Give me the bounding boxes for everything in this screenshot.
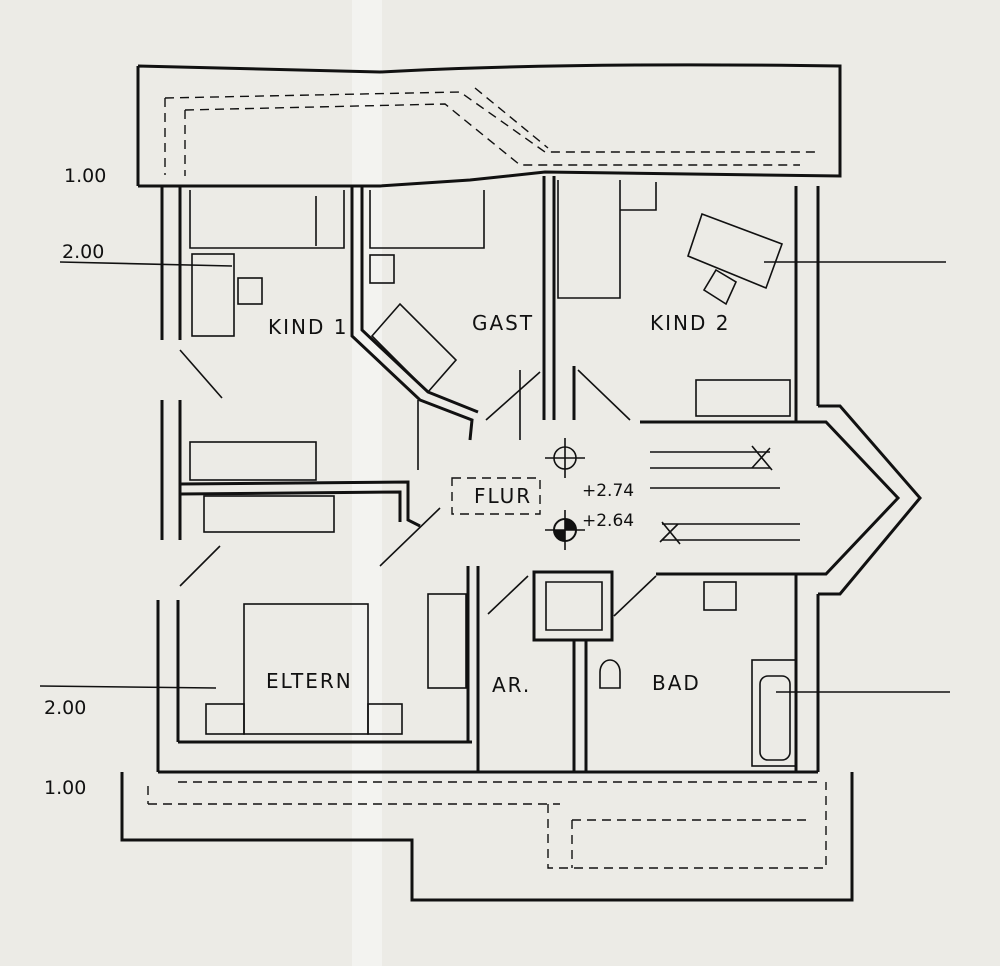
level-label-top-2: 2.00 [62, 241, 104, 263]
furniture [189, 180, 800, 767]
roof-overhang-top [136, 63, 842, 188]
room-label-flur: FLUR [474, 484, 532, 508]
room-label-gast: GAST [472, 311, 534, 335]
room-label-kind1: KIND 1 [268, 315, 348, 339]
room-label-kind2: KIND 2 [650, 311, 730, 335]
inner-walls [179, 176, 614, 772]
level-leaders [39, 261, 950, 693]
level-label-bottom-1: 1.00 [44, 777, 86, 799]
level-label-bottom-2: 2.00 [44, 697, 86, 719]
elevation-label-upper: +2.74 [582, 481, 634, 501]
flur-label-box [451, 477, 541, 515]
doors [179, 349, 657, 617]
room-label-eltern: ELTERN [266, 669, 353, 693]
level-label-top-1: 1.00 [64, 165, 106, 187]
room-label-bad: BAD [652, 671, 701, 695]
roof-overhang-bottom [120, 772, 854, 902]
elevation-label-lower: +2.64 [582, 511, 634, 531]
flur-symbols [417, 370, 773, 550]
room-label-ar: AR. [492, 673, 531, 697]
